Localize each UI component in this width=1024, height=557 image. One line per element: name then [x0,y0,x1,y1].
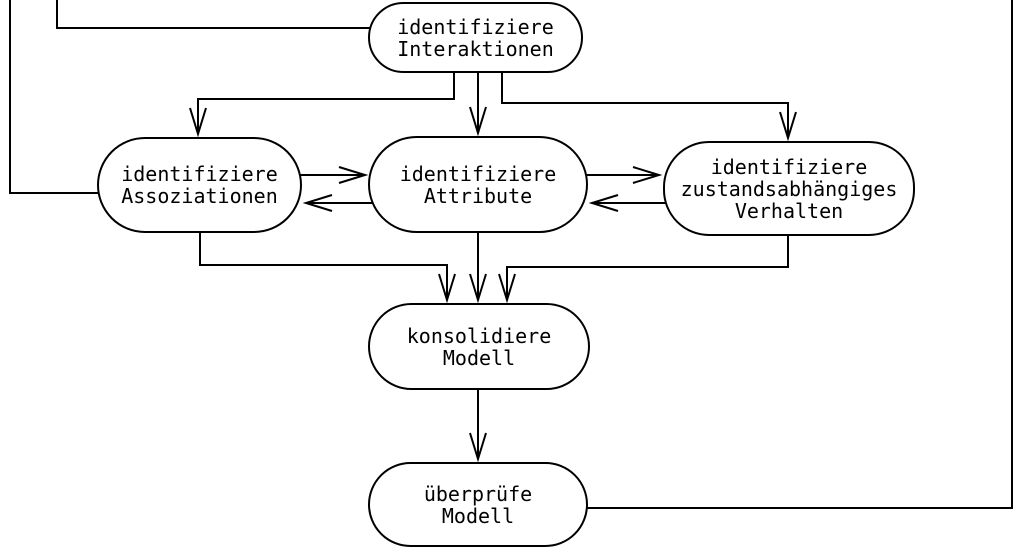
node-label-line: Verhalten [734,198,844,223]
edge-top-feedback-to-interaktionen [56,0,382,29]
edge-interaktionen-to-zustand [501,73,797,142]
node-label-line: identifiziere [397,14,554,39]
node-identifiziere-assoziationen: identifiziere Assoziationen [97,137,302,233]
node-label-line: zustandsabhängiges [680,176,898,201]
node-identifiziere-interaktionen: identifiziere Interaktionen [368,2,583,73]
node-identifiziere-attribute: identifiziere Attribute [368,136,588,233]
node-label-line: Attribute [423,183,533,208]
edge-zustand-to-konsolidiere [498,233,789,304]
node-label-line: identifiziere [399,161,557,186]
edge-ueberpruefe-feedback-right [584,0,1013,509]
node-konsolidiere-modell: konsolidiere Modell [368,303,590,390]
node-label-line: Interaktionen [397,36,554,61]
node-label-line: Modell [441,503,515,528]
edge-top-feedback-to-assoziationen [9,0,120,194]
node-label-line: identifiziere [121,162,278,186]
node-ueberpruefe-modell: überprüfe Modell [368,462,588,547]
node-label-line: Modell [442,345,516,370]
node-label-line: identifiziere [710,154,868,179]
edge-assoziationen-to-konsolidiere [199,230,456,304]
edge-interaktionen-to-assoziationen [189,73,455,138]
node-label-line: Assoziationen [121,184,278,208]
node-identifiziere-zustandsabhaengiges-verhalten: identifiziere zustandsabhängiges Verhalt… [663,141,915,236]
node-label-line: konsolidiere [406,323,552,348]
node-label-line: überprüfe [423,481,533,506]
